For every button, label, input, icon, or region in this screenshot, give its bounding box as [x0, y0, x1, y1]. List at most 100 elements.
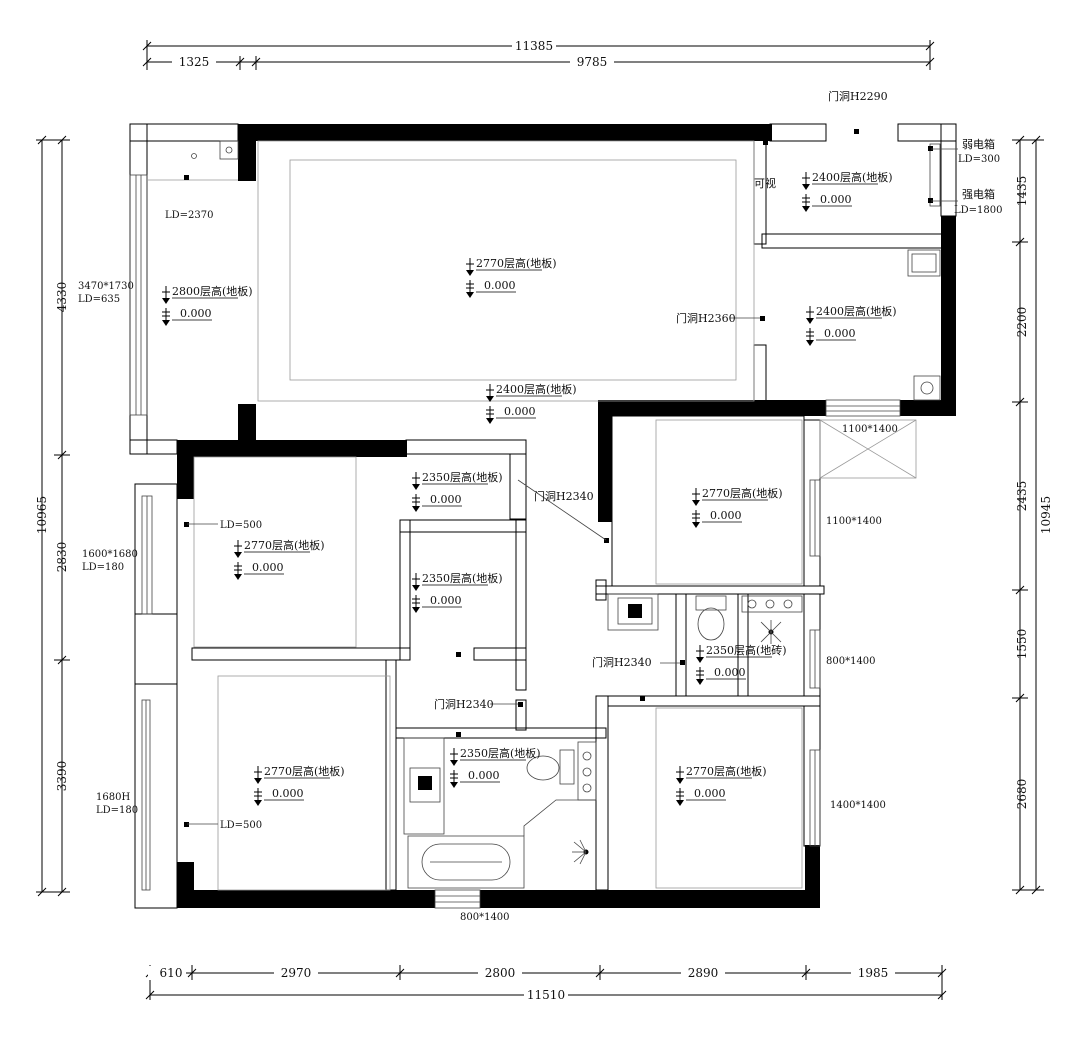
level-elevation-label: 0.000 — [714, 666, 746, 679]
shower-head-icon-2 — [572, 839, 589, 865]
level-marker: 2800层高(地板) 0.000 — [162, 284, 253, 326]
electric-box-icon — [929, 143, 941, 207]
toilet-icon — [695, 595, 727, 641]
dim-right-2: 2200 — [1015, 307, 1029, 338]
label-window-1680h: 1680H — [96, 792, 130, 803]
shower-screen-icon — [523, 799, 596, 836]
corner-box-icon — [219, 140, 239, 160]
dim-bottom-4: 2890 — [688, 966, 719, 980]
level-height-label: 2770层高(地板) — [702, 486, 783, 500]
dim-right-total: 10945 — [1039, 496, 1053, 534]
dim-left-total: 10965 — [35, 496, 49, 534]
level-elevation-label: 0.000 — [430, 493, 462, 506]
level-marker: 2770层高(地板)0.000 — [234, 538, 325, 580]
level-height-label: 2400层高(地板) — [496, 382, 577, 396]
level-marker: 2770层高(地板) 0.000 — [254, 764, 345, 806]
dim-bottom-total: 11510 — [527, 988, 565, 1002]
label-door-h2340-a: 门洞H2340 — [534, 489, 594, 503]
dim-right-1: 1435 — [1015, 176, 1029, 207]
room-level-markers: 2800层高(地板) 0.000 2770层高(地板) 0.000 2400层高(地板)… — [162, 170, 897, 806]
label-door-h2340-c: 门洞H2340 — [434, 697, 494, 711]
fixtures — [191, 140, 941, 889]
level-height-label: 2350层高(地砖) — [706, 643, 787, 657]
level-elevation-label: 0.000 — [504, 405, 536, 418]
level-height-label: 2770层高(地板) — [686, 764, 767, 778]
level-height-label: 2800层高(地板) — [172, 284, 253, 298]
dim-bottom-3: 2800 — [485, 966, 516, 980]
level-elevation-label: 0.000 — [820, 193, 852, 206]
label-ld-180-a: LD=180 — [82, 562, 124, 573]
label-door-h2340-b: 门洞H2340 — [592, 655, 652, 669]
label-weak-box: 弱电箱 — [962, 137, 995, 151]
level-elevation-label: 0.000 — [252, 561, 284, 574]
label-ld-2370: LD=2370 — [165, 210, 214, 221]
label-door-h2290: 门洞H2290 — [828, 89, 888, 103]
level-elevation-label: 0.000 — [180, 307, 212, 320]
level-marker: 2770层高(地板) 0.000 — [676, 764, 767, 806]
dim-left-3: 3390 — [55, 761, 69, 792]
label-ld-635: LD=635 — [78, 294, 120, 305]
level-marker: 2400层高(地板) 0.000 — [486, 382, 577, 424]
label-ld-500-a: LD=500 — [220, 520, 262, 531]
label-ld-180-b: LD=180 — [96, 805, 138, 816]
level-elevation-label: 0.000 — [430, 594, 462, 607]
label-window-1100-top: 1100*1400 — [842, 424, 898, 435]
markers — [184, 129, 958, 827]
label-strong-ld: LD=1800 — [954, 205, 1003, 216]
level-height-label: 2350层高(地板) — [422, 571, 503, 585]
level-elevation-label: 0.000 — [710, 509, 742, 522]
dim-bottom-5: 1985 — [858, 966, 889, 980]
level-elevation-label: 0.000 — [468, 769, 500, 782]
level-elevation-label: 0.000 — [272, 787, 304, 800]
level-elevation-label: 0.000 — [824, 327, 856, 340]
label-window-800-bottom: 800*1400 — [460, 912, 510, 923]
level-marker: 2350层高(地板) 0.000 — [412, 571, 503, 613]
dim-bottom-1: 610 — [160, 966, 183, 980]
dim-right-3: 2435 — [1015, 481, 1029, 512]
dim-right-5: 2680 — [1015, 779, 1029, 810]
windows — [129, 174, 901, 909]
dim-top-total: 11385 — [515, 39, 553, 53]
bathtub-icon — [407, 835, 525, 889]
dim-top-right: 9785 — [577, 55, 608, 69]
level-marker: 2400层高(地板)0.000 — [806, 304, 897, 346]
label-intercom: 可视 — [754, 176, 776, 190]
level-marker: 2350层高(地砖) 0.000 — [696, 643, 787, 685]
label-weak-ld: LD=300 — [958, 154, 1000, 165]
toilet-icon-2 — [526, 749, 575, 785]
dim-top-left: 1325 — [179, 55, 210, 69]
level-marker: 2770层高(地板) 0.000 — [466, 256, 557, 298]
level-marker: 2350层高(地板) 0.000 — [450, 746, 541, 788]
level-elevation-label: 0.000 — [484, 279, 516, 292]
dim-left-1: 4330 — [55, 282, 69, 313]
level-height-label: 2350层高(地板) — [422, 470, 503, 484]
cabinet-icon — [577, 741, 597, 801]
level-elevation-label: 0.000 — [694, 787, 726, 800]
label-window-3470: 3470*1730 — [78, 281, 134, 292]
ceiling-outlines — [147, 140, 917, 891]
label-window-800-right: 800*1400 — [826, 656, 876, 667]
level-marker: 2350层高(地板) 0.000 — [412, 470, 503, 512]
level-height-label: 2770层高(地板) — [476, 256, 557, 270]
label-ld-500-b: LD=500 — [220, 820, 262, 831]
walls — [129, 123, 957, 909]
washer-icon — [907, 249, 941, 277]
light-point-icon — [191, 153, 197, 159]
level-height-label: 2400层高(地板) — [812, 170, 893, 184]
level-marker: 2770层高(地板) 0.000 — [692, 486, 783, 528]
dimension-lines — [36, 40, 1044, 1000]
shower-head-icon — [760, 620, 782, 644]
dim-right-4: 1550 — [1015, 629, 1029, 660]
label-window-1600: 1600*1680 — [82, 549, 138, 560]
level-height-label: 2350层高(地板) — [460, 746, 541, 760]
label-window-1100-right: 1100*1400 — [826, 516, 882, 527]
label-window-1400: 1400*1400 — [830, 800, 886, 811]
level-marker: 2400层高(地板) 0.000 — [802, 170, 893, 212]
dim-bottom-2: 2970 — [281, 966, 312, 980]
label-door-h2360: 门洞H2360 — [676, 311, 736, 325]
sink-icon — [607, 593, 659, 631]
level-height-label: 2770层高(地板) — [264, 764, 345, 778]
dimension-labels: 11385 1325 9785 610 2970 2800 2890 1985 … — [35, 38, 1053, 1002]
